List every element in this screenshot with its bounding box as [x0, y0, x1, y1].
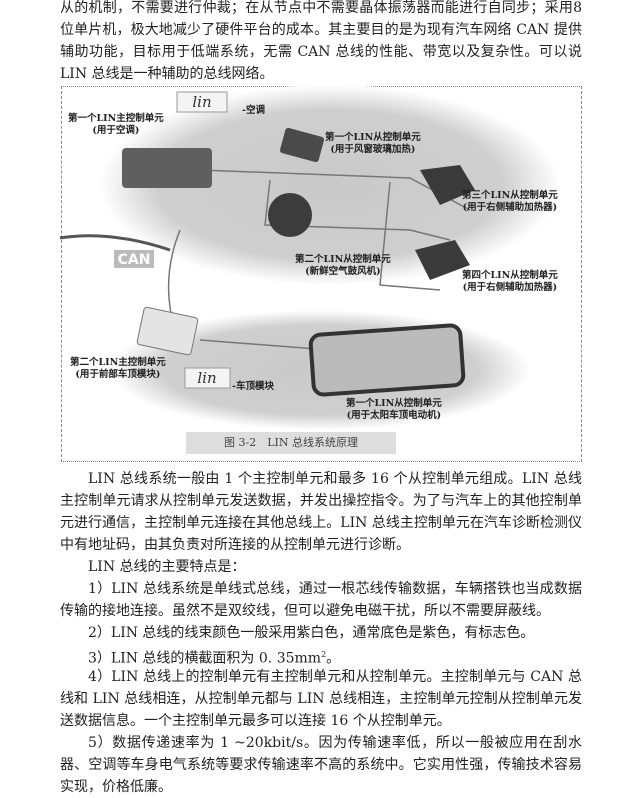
label-slave-roof: 第一个LIN从控制单元(用于太阳车顶电动机): [346, 398, 442, 421]
label-logo1-suffix: -空调: [242, 105, 265, 116]
lin-logo-text: lin: [197, 369, 216, 387]
intro-paragraph: 从的机制，不需要进行仲裁；在从节点中不需要晶体振荡器而能进行自同步；采用8位单片…: [60, 0, 582, 82]
body-paragraph-2: LIN 总线的主要特点是：: [88, 559, 246, 575]
sunroof-image: [308, 323, 466, 397]
feature-item-4: 4）LIN 总线上的控制单元有主控制单元和从控制单元。主控制单元与 CAN 总线…: [60, 669, 582, 729]
item3-text: 3）LIN 总线的横截面积为 0. 35mm: [88, 650, 322, 667]
item3-superscript: 2: [321, 650, 327, 659]
lin-logo-text: lin: [192, 93, 211, 111]
item3-suffix: 。: [326, 650, 341, 667]
figure-caption: 图 3-2 LIN 总线系统原理: [186, 432, 396, 454]
feature-item-3: 3）LIN 总线的横截面积为 0. 35mm2。: [60, 644, 582, 670]
feature-item-1: 1）LIN 总线系统是单线式总线，通过一根芯线传输数据，车辆搭铁也当成数据传输的…: [60, 581, 582, 619]
lin-logo-1: [176, 91, 228, 113]
heater-unit-4-image: [415, 240, 470, 280]
roof-module-image: [136, 306, 199, 356]
feature-item-2: 2）LIN 总线的线束颜色一般采用紫白色，通常底色是紫色，有标志色。: [88, 625, 535, 641]
background-blob-top: [100, 85, 560, 285]
label-slave4: 第四个LIN从控制单元(用于右侧辅助加热器): [462, 270, 558, 293]
can-label-bg: [114, 250, 154, 268]
blower-image: [268, 193, 312, 237]
body-paragraph-1: LIN 总线系统一般由 1 个主控制单元和最多 16 个从控制单元组成。LIN …: [60, 471, 582, 553]
label-slave1: 第一个LIN从控制单元(用于风窗玻璃加热): [325, 132, 421, 155]
heater-unit-3-image: [420, 165, 475, 205]
can-bus-wire: [59, 234, 171, 252]
label-slave3: 第三个LIN从控制单元(用于右侧辅助加热器): [462, 190, 558, 213]
label-slave2: 第二个LIN从控制单元(新鲜空气鼓风机): [295, 254, 391, 277]
can-label: CAN: [118, 252, 151, 268]
windshield-heater-unit-image: [279, 127, 325, 163]
label-master1: 第一个LIN主控制单元(用于空调): [68, 113, 164, 136]
feature-item-5: 5）数据传递速率为 1 ~20kbit/s。因为传输速率低，所以一般被应用在刮水…: [60, 735, 582, 795]
lin-logo-2: [184, 367, 231, 389]
label-logo2-suffix: -车顶模块: [232, 381, 274, 392]
figure-illustration: CAN lin lin: [59, 85, 560, 430]
ac-control-unit-image: [122, 148, 212, 188]
label-master2: 第二个LIN主控制单元(用于前部车顶模块): [70, 357, 166, 380]
